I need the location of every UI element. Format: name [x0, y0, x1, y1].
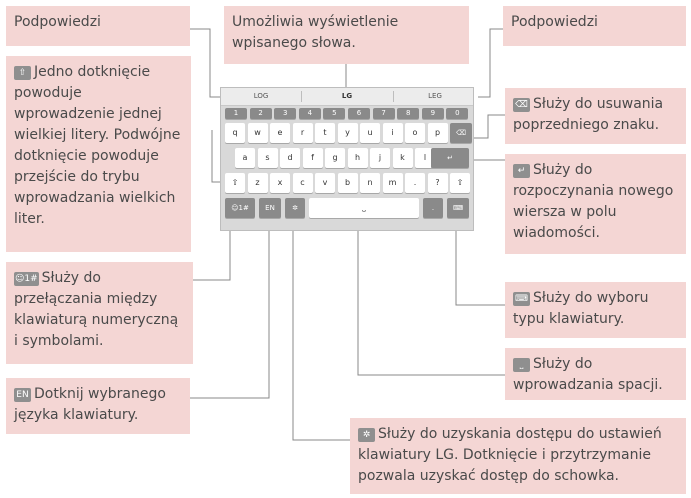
- key-l: l: [415, 148, 435, 168]
- key-f: f: [302, 148, 323, 168]
- key-4: 4: [298, 108, 321, 119]
- key-backspace: ⌫: [450, 123, 472, 143]
- key-space: ⎵: [309, 198, 419, 218]
- enter-icon: ↵: [513, 164, 530, 178]
- key-c: c: [292, 173, 313, 193]
- suggestion-separator: [393, 91, 394, 102]
- key-y: y: [337, 123, 358, 143]
- callout-keyboard-type: ⌨Służy do wyboru typu klawiatury.: [505, 282, 686, 338]
- key-d: d: [280, 148, 300, 168]
- key-9: 9: [421, 108, 444, 119]
- key-0: 0: [446, 108, 469, 119]
- callout-symbols: ☺1#Służy do przełączania między klawiatu…: [6, 262, 193, 364]
- key-7: 7: [372, 108, 395, 119]
- callout-typed-word-text: Umożliwia wyświetlenie wpisanego słowa.: [232, 14, 399, 51]
- key-w: w: [247, 123, 268, 143]
- callout-settings-text: Służy do uzyskania dostępu do ustawień k…: [358, 426, 662, 484]
- connector-suggestion-left: [190, 28, 223, 98]
- suggestion-center: LG: [341, 92, 353, 100]
- symbols-icon: ☺1#: [14, 272, 39, 286]
- key-n: n: [360, 173, 380, 193]
- callout-delete: ⌫Służy do usuwania poprzedniego znaku.: [505, 88, 686, 144]
- key-i: i: [382, 123, 403, 143]
- callout-suggestions-left: Podpowiedzi: [6, 6, 190, 46]
- language-icon: EN: [14, 388, 31, 402]
- settings-icon: ✲: [358, 428, 375, 442]
- key-.: .: [405, 173, 425, 193]
- key-m: m: [382, 173, 403, 193]
- key-s: s: [257, 148, 278, 168]
- key-1: 1: [225, 108, 247, 119]
- key-symbols: ☺1#: [225, 198, 255, 218]
- key-settings: ✲: [285, 198, 305, 218]
- connector-space: [357, 220, 505, 376]
- callout-space-text: Służy do wprowadzania spacji.: [513, 356, 663, 393]
- connector-settings: [292, 222, 350, 441]
- callout-shift: ⇧Jedno dotknięcie powoduje wprowadzenie …: [6, 56, 191, 252]
- key-t: t: [315, 123, 335, 143]
- key-b: b: [337, 173, 358, 193]
- key-keyboard-type: ⌨: [447, 198, 469, 218]
- key-h: h: [347, 148, 368, 168]
- key-u: u: [360, 123, 380, 143]
- backspace-icon: ⌫: [513, 98, 530, 112]
- key-6: 6: [348, 108, 370, 119]
- callout-symbols-text: Służy do przełączania między klawiaturą …: [14, 270, 179, 349]
- callout-suggestions-right-text: Podpowiedzi: [511, 14, 598, 30]
- key-language: EN: [259, 198, 281, 218]
- connector-suggestion-right: [478, 28, 503, 98]
- key-r: r: [292, 123, 313, 143]
- callout-shift-text: Jedno dotknięcie powoduje wprowadzenie j…: [14, 64, 181, 227]
- callout-keyboard-type-text: Służy do wyboru typu klawiatury.: [513, 290, 649, 327]
- callout-enter: ↵Służy do rozpoczynania nowego wiersza w…: [505, 154, 686, 254]
- callout-typed-word: Umożliwia wyświetlenie wpisanego słowa.: [224, 6, 469, 64]
- key-z: z: [247, 173, 268, 193]
- key-?: ?: [427, 173, 448, 193]
- key-8: 8: [397, 108, 420, 119]
- key-j: j: [370, 148, 390, 168]
- key-3: 3: [274, 108, 297, 119]
- key-a: a: [235, 148, 255, 168]
- suggestion-separator: [301, 91, 302, 102]
- suggestion-right: LEG: [428, 92, 442, 100]
- key-q: q: [225, 123, 245, 143]
- key-g: g: [325, 148, 345, 168]
- key-2: 2: [249, 108, 272, 119]
- key-k: k: [392, 148, 413, 168]
- callout-suggestions-left-text: Podpowiedzi: [14, 14, 101, 30]
- connector-language: [190, 222, 270, 399]
- key-o: o: [405, 123, 425, 143]
- callout-space: ⎵Służy do wprowadzania spacji.: [505, 348, 686, 400]
- key-5: 5: [323, 108, 346, 119]
- callout-settings: ✲Służy do uzyskania dostępu do ustawień …: [350, 418, 686, 494]
- connector-delete: [472, 114, 505, 139]
- callout-enter-text: Służy do rozpoczynania nowego wiersza w …: [513, 162, 674, 241]
- key-p: p: [427, 123, 448, 143]
- connector-keyboard-type: [455, 222, 505, 306]
- key-e: e: [270, 123, 290, 143]
- callout-language-text: Dotknij wybranego języka klawiatury.: [14, 386, 166, 423]
- key-shift: ⇧: [450, 173, 470, 193]
- space-icon: ⎵: [513, 358, 530, 372]
- callout-suggestions-right: Podpowiedzi: [503, 6, 686, 46]
- key-v: v: [315, 173, 335, 193]
- keyboard-type-icon: ⌨: [513, 292, 530, 306]
- key-enter: ↵: [431, 148, 469, 168]
- suggestion-left: LOG: [253, 92, 269, 100]
- callout-delete-text: Służy do usuwania poprzedniego znaku.: [513, 96, 664, 133]
- key-shift: ⇧: [225, 173, 245, 193]
- key-period: .: [423, 198, 443, 218]
- suggestion-bar: LOG LG LEG: [221, 88, 473, 106]
- shift-icon: ⇧: [14, 66, 31, 80]
- key-x: x: [270, 173, 290, 193]
